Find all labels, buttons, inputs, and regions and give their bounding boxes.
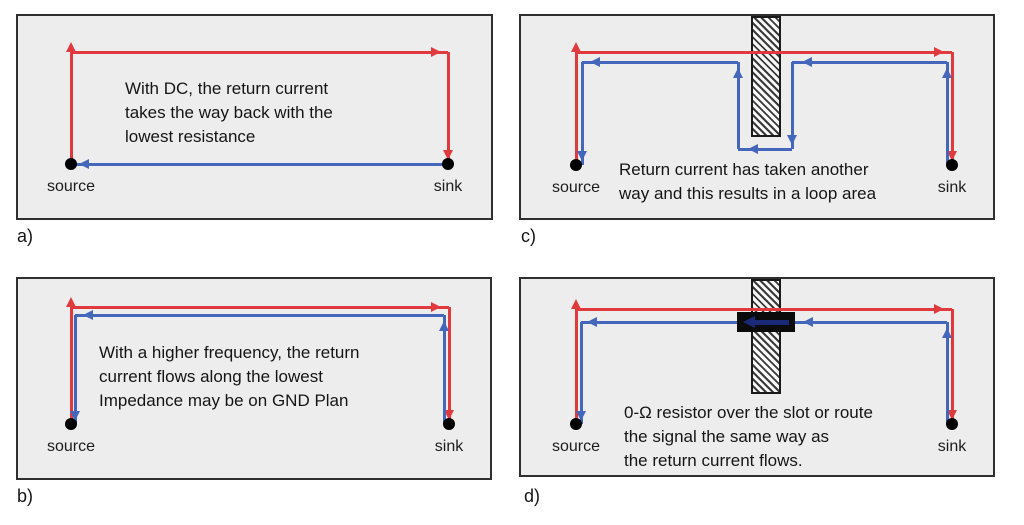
signal-trace-segment: [447, 307, 451, 424]
return-arrowhead-icon: [802, 57, 812, 67]
panel-caption: With DC, the return current takes the wa…: [125, 77, 333, 149]
return-arrowhead-icon: [787, 135, 797, 145]
return-trace-segment: [945, 62, 949, 165]
source-dot: [65, 158, 77, 170]
panel-a: With DC, the return current takes the wa…: [16, 14, 493, 220]
panel-d: 0-Ω resistor over the slot or route the …: [519, 277, 995, 477]
panel-caption: 0-Ω resistor over the slot or route the …: [624, 401, 873, 473]
source-label: source: [46, 438, 96, 455]
slot-hatch: [751, 16, 781, 137]
signal-trace-segment: [950, 52, 954, 165]
signal-trace-segment: [576, 307, 952, 311]
caption-line: current flows along the lowest: [99, 367, 323, 386]
signal-arrowhead-icon: [571, 42, 581, 52]
return-arrowhead-icon: [942, 328, 952, 338]
signal-arrowhead-icon: [443, 150, 453, 160]
caption-line: way and this results in a loop area: [619, 184, 877, 203]
source-label: source: [46, 178, 96, 195]
caption-line: With DC, the return current: [125, 79, 329, 98]
source-dot: [65, 418, 77, 430]
signal-arrowhead-icon: [934, 304, 944, 314]
caption-line: Impedance may be on GND Plan: [99, 391, 349, 410]
panel-caption: With a higher frequency, the return curr…: [99, 341, 360, 413]
signal-arrowhead-icon: [66, 297, 76, 307]
panel-letter-d: d): [524, 486, 541, 506]
sink-dot: [443, 418, 455, 430]
sink-label: sink: [937, 438, 967, 455]
return-arrowhead-icon: [577, 151, 587, 161]
panel-b: With a higher frequency, the return curr…: [16, 277, 492, 480]
source-label: source: [551, 438, 601, 455]
signal-trace-segment: [950, 309, 954, 424]
sink-label: sink: [434, 438, 464, 455]
return-trace-segment: [71, 162, 448, 166]
return-trace-segment: [738, 147, 792, 151]
source-dot: [570, 418, 582, 430]
panel-letter-a: a): [17, 226, 34, 246]
sink-dot: [946, 418, 958, 430]
caption-line: takes the way back with the: [125, 103, 333, 122]
signal-arrowhead-icon: [431, 47, 441, 57]
return-trace-segment: [73, 315, 77, 424]
resistor-arrow-icon: [743, 316, 755, 328]
sink-dot: [442, 158, 454, 170]
return-arrowhead-icon: [590, 57, 600, 67]
return-arrowhead-icon: [439, 321, 449, 331]
return-arrowhead-icon: [83, 310, 93, 320]
return-arrowhead-icon: [79, 159, 89, 169]
signal-trace-segment: [446, 52, 450, 164]
signal-arrowhead-icon: [947, 410, 957, 420]
return-trace-segment: [582, 60, 738, 64]
return-trace-segment: [442, 315, 446, 424]
signal-trace-segment: [69, 52, 73, 164]
panel-c: Return current has taken another way and…: [519, 14, 995, 220]
caption-line: the signal the same way as: [624, 427, 830, 446]
panel-caption: Return current has taken another way and…: [619, 158, 876, 206]
caption-line: With a higher frequency, the return: [99, 343, 360, 362]
source-label: source: [551, 179, 601, 196]
signal-arrowhead-icon: [66, 42, 76, 52]
return-trace-segment: [945, 322, 949, 424]
return-arrowhead-icon: [587, 317, 597, 327]
signal-arrowhead-icon: [947, 151, 957, 161]
caption-line: Return current has taken another: [619, 160, 869, 179]
signal-arrowhead-icon: [444, 410, 454, 420]
signal-trace-segment: [69, 307, 73, 424]
panel-letter-b: b): [17, 486, 34, 506]
signal-arrowhead-icon: [571, 299, 581, 309]
return-arrowhead-icon: [576, 411, 586, 421]
slot-hatch: [751, 279, 781, 394]
signal-trace-segment: [574, 309, 578, 424]
resistor-arrow-icon: [755, 319, 789, 325]
return-arrowhead-icon: [942, 68, 952, 78]
return-trace-segment: [792, 60, 947, 64]
return-arrowhead-icon: [748, 144, 758, 154]
return-arrowhead-icon: [70, 411, 80, 421]
return-arrowhead-icon: [803, 317, 813, 327]
return-trace-segment: [579, 322, 583, 424]
signal-arrowhead-icon: [934, 47, 944, 57]
signal-trace-segment: [71, 305, 449, 309]
caption-line: lowest resistance: [125, 127, 256, 146]
signal-arrowhead-icon: [431, 302, 441, 312]
sink-label: sink: [433, 178, 463, 195]
signal-trace-segment: [574, 52, 578, 165]
signal-trace-segment: [576, 50, 952, 54]
panel-letter-c: c): [521, 226, 536, 246]
return-trace-segment: [736, 62, 740, 149]
caption-line: the return current flows.: [624, 451, 803, 470]
return-trace-segment: [75, 313, 444, 317]
sink-label: sink: [937, 179, 967, 196]
return-arrowhead-icon: [733, 68, 743, 78]
source-dot: [570, 159, 582, 171]
caption-line: 0-Ω resistor over the slot or route: [624, 403, 873, 422]
return-trace-segment: [790, 62, 794, 149]
return-trace-segment: [580, 62, 584, 165]
sink-dot: [946, 159, 958, 171]
signal-trace-segment: [71, 50, 448, 54]
